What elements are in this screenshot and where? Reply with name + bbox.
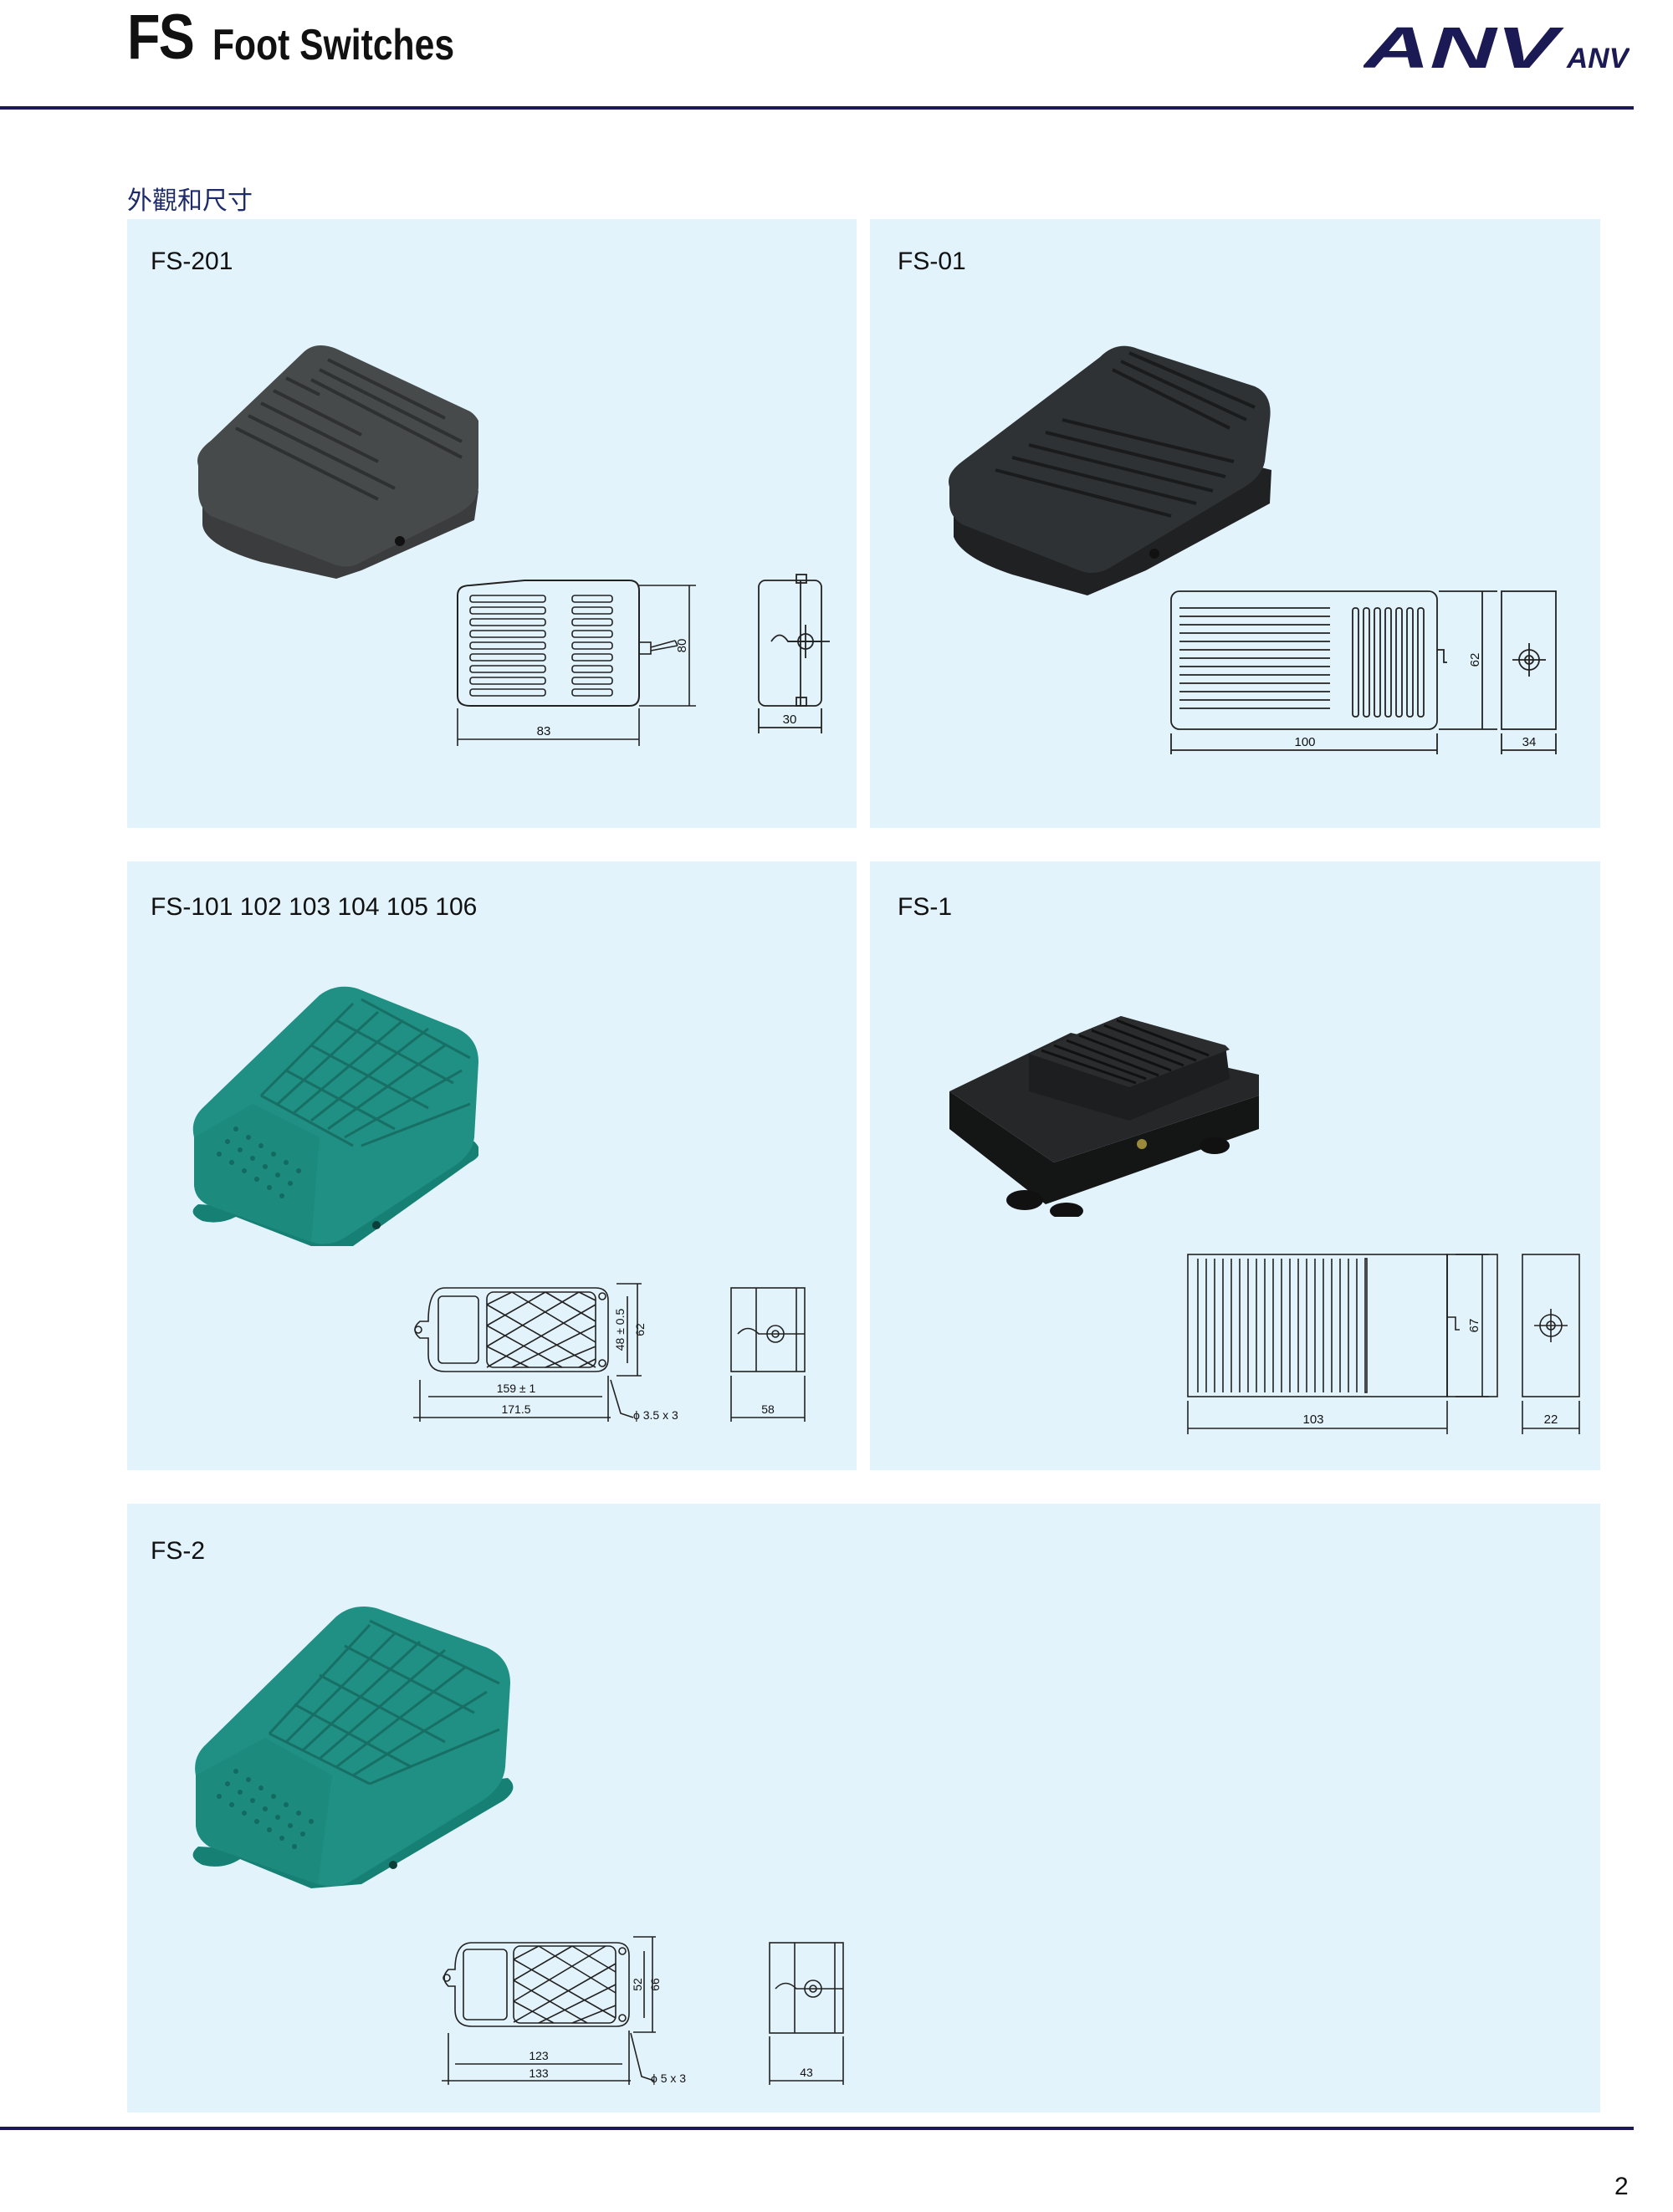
fs-2-dimension-drawing: 123 133 52 66 ϕ 5 x 3 43 — [442, 1936, 844, 2085]
dim-height: 67 — [1467, 1319, 1481, 1333]
model-label: FS-01 — [898, 248, 966, 275]
model-label: FS-2 — [151, 1537, 206, 1565]
dim-inner-width: 52 — [631, 1978, 644, 1991]
anv-logo: ANV ANV — [1363, 22, 1630, 74]
dim-length: 83 — [537, 724, 551, 738]
black-ribbed-foot-pedal-icon — [949, 345, 1271, 595]
logo-text-large: ANV — [1363, 22, 1564, 74]
model-label: FS-201 — [151, 248, 233, 275]
dim-depth: 34 — [1522, 735, 1537, 749]
dim-overall-length: 171.5 — [501, 1402, 530, 1416]
green-textured-foot-pedal-icon — [192, 1606, 514, 1888]
dim-overall-length: 133 — [529, 2066, 549, 2080]
section-title: 外觀和尺寸 — [127, 186, 253, 216]
fs-01-dimension-drawing: 100 62 34 — [1170, 590, 1557, 754]
series-code: FS — [127, 2, 195, 73]
dim-inner-length: 123 — [529, 2049, 549, 2062]
dim-inner-length: 159 ± 1 — [497, 1382, 536, 1395]
dim-length: 100 — [1294, 735, 1315, 749]
header-rule — [0, 106, 1634, 110]
page-number: 2 — [1614, 2173, 1629, 2200]
dim-hole: ϕ 5 x 3 — [651, 2072, 686, 2085]
dim-height: 62 — [1468, 653, 1482, 667]
dim-width: 66 — [648, 1978, 662, 1991]
fs-101-dimension-drawing: 159 ± 1 171.5 48 ± 0.5 62 ϕ 3.5 x 3 58 — [413, 1283, 806, 1422]
black-flat-foot-pedal-icon — [949, 1016, 1259, 1217]
dim-depth: 22 — [1544, 1413, 1558, 1427]
dim-width: 62 — [633, 1323, 647, 1336]
dim-depth: 58 — [761, 1402, 775, 1416]
dim-length: 103 — [1302, 1413, 1323, 1427]
product-panel-fs-2: FS-2 — [127, 1504, 1600, 2112]
product-panel-fs-1: FS-1 103 67 — [870, 861, 1600, 1470]
dim-inner-width: 48 ± 0.5 — [613, 1309, 627, 1351]
dim-hole: ϕ 3.5 x 3 — [633, 1408, 678, 1422]
product-panel-fs-01: FS-01 100 62 34 — [870, 219, 1600, 828]
fs-201-dimension-drawing: 83 80 30 — [457, 574, 830, 746]
series-title: Foot Switches — [212, 21, 455, 69]
dim-depth: 30 — [783, 713, 797, 727]
model-label: FS-101 102 103 104 105 106 — [151, 893, 478, 921]
black-ribbed-foot-pedal-icon — [197, 345, 478, 579]
fs-1-dimension-drawing: 103 67 22 — [1187, 1254, 1580, 1434]
product-panel-fs-101-106: FS-101 102 103 104 105 106 — [127, 861, 857, 1470]
dim-depth: 43 — [800, 2066, 813, 2079]
green-textured-foot-pedal-icon — [192, 986, 478, 1246]
footer-rule — [0, 2127, 1634, 2130]
logo-text-small: ANV — [1566, 43, 1630, 74]
product-panel-fs-201: FS-201 83 80 — [127, 219, 857, 828]
model-label: FS-1 — [898, 893, 953, 921]
dim-height: 80 — [675, 639, 689, 653]
